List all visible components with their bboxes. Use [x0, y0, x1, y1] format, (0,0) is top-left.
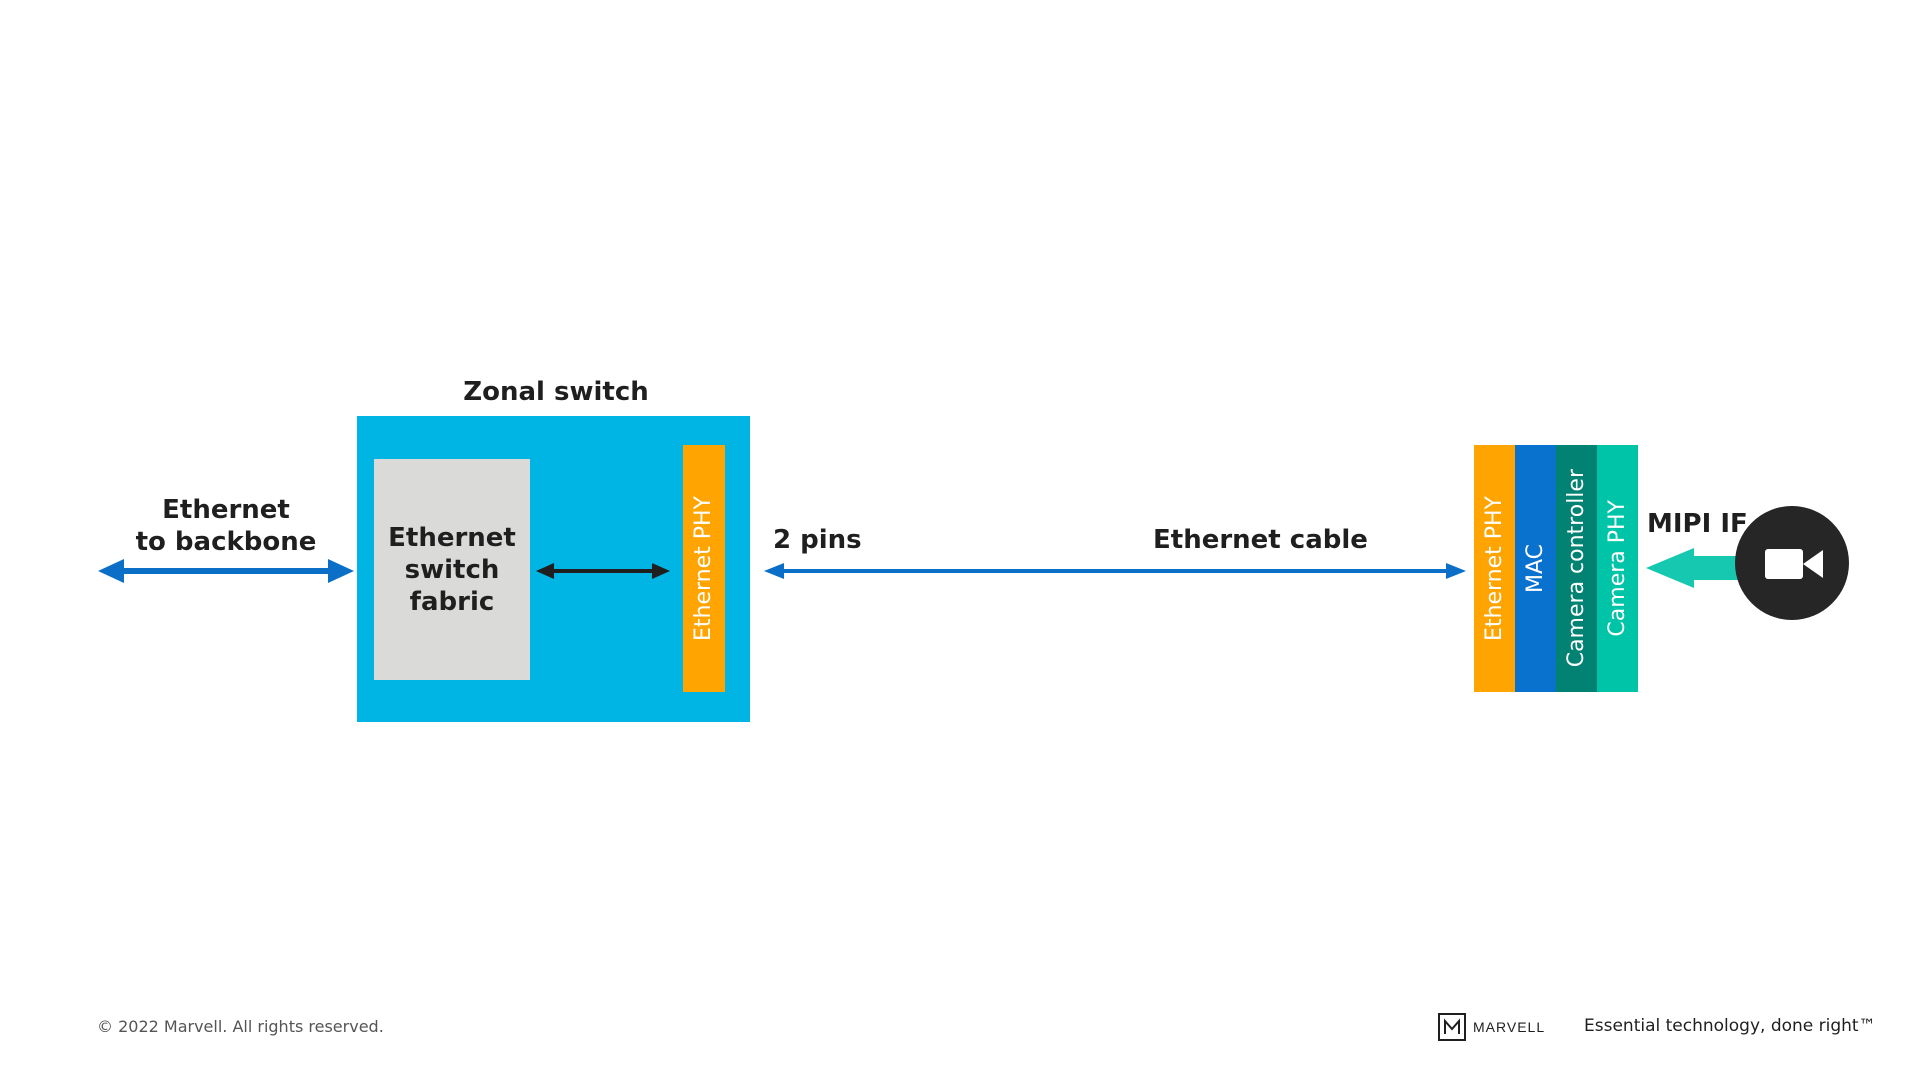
zonal-ethernet-phy-block: Ethernet PHY	[683, 445, 725, 692]
switch-fabric-label: Ethernet switch fabric	[388, 522, 516, 618]
footer-copyright: © 2022 Marvell. All rights reserved.	[97, 1017, 384, 1036]
backbone-label-line-1: Ethernet	[162, 495, 290, 525]
camera-controller-block: Camera controller	[1556, 445, 1597, 692]
mipi-interface-label: MIPI IF	[1647, 509, 1748, 539]
pins-label: 2 pins	[773, 525, 862, 555]
backbone-label-line-2: to backbone	[135, 527, 317, 557]
camera-ethernet-phy-block: Ethernet PHY	[1474, 445, 1515, 692]
mipi-arrow	[1646, 548, 1740, 588]
switch-fabric-box: Ethernet switch fabric	[374, 459, 530, 680]
camera-phy-block: Camera PHY	[1597, 445, 1638, 692]
marvell-mark-icon	[1438, 1013, 1466, 1041]
switch-fabric-label-line-2: switch	[404, 554, 500, 585]
fabric-to-phy-arrow	[536, 563, 670, 579]
mac-block: MAC	[1515, 445, 1556, 692]
video-camera-glyph	[1765, 549, 1823, 579]
footer-tagline: Essential technology, done right™	[1584, 1016, 1876, 1036]
zonal-switch-title: Zonal switch	[463, 377, 649, 407]
switch-fabric-label-line-1: Ethernet	[388, 522, 516, 553]
backbone-arrow	[98, 559, 354, 583]
marvell-wordmark: MARVELL	[1473, 1019, 1546, 1035]
ethernet-cable-label: Ethernet cable	[1153, 525, 1368, 555]
switch-fabric-label-line-3: fabric	[409, 586, 495, 617]
video-camera-icon	[1735, 506, 1849, 620]
marvell-logo: MARVELL	[1437, 1012, 1545, 1042]
backbone-label: Ethernet to backbone	[126, 494, 326, 558]
ethernet-cable-arrow	[764, 563, 1466, 579]
